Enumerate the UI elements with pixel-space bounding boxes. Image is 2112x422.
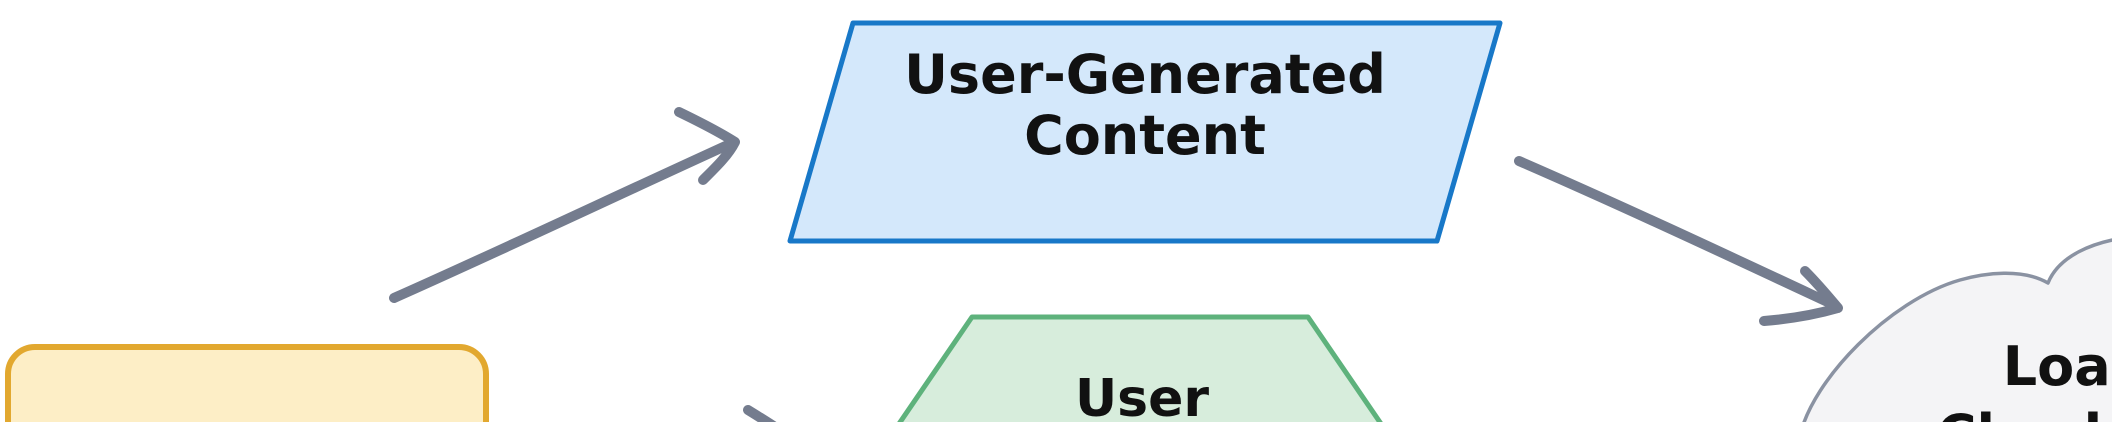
user-node-shape[interactable]: [892, 314, 1388, 422]
load-checking-node-shape[interactable]: [1800, 236, 2112, 422]
node-start[interactable]: [5, 344, 489, 422]
node-load-checking[interactable]: [1800, 236, 2112, 422]
node-user-generated-content[interactable]: [787, 20, 1503, 244]
arrow-to-load-checking[interactable]: [1514, 156, 1839, 310]
start-node-shape[interactable]: [5, 344, 489, 422]
arrow-to-user-generated-content[interactable]: [389, 138, 737, 303]
arrow-to-load-checking-head[interactable]: [1759, 266, 1843, 326]
user-generated-content-node-shape[interactable]: [787, 20, 1503, 244]
arrow-partial-bottom[interactable]: [743, 405, 806, 422]
arrow-to-user-generated-content-head[interactable]: [674, 107, 740, 185]
node-user[interactable]: [892, 314, 1388, 422]
connectors: [389, 107, 1843, 422]
